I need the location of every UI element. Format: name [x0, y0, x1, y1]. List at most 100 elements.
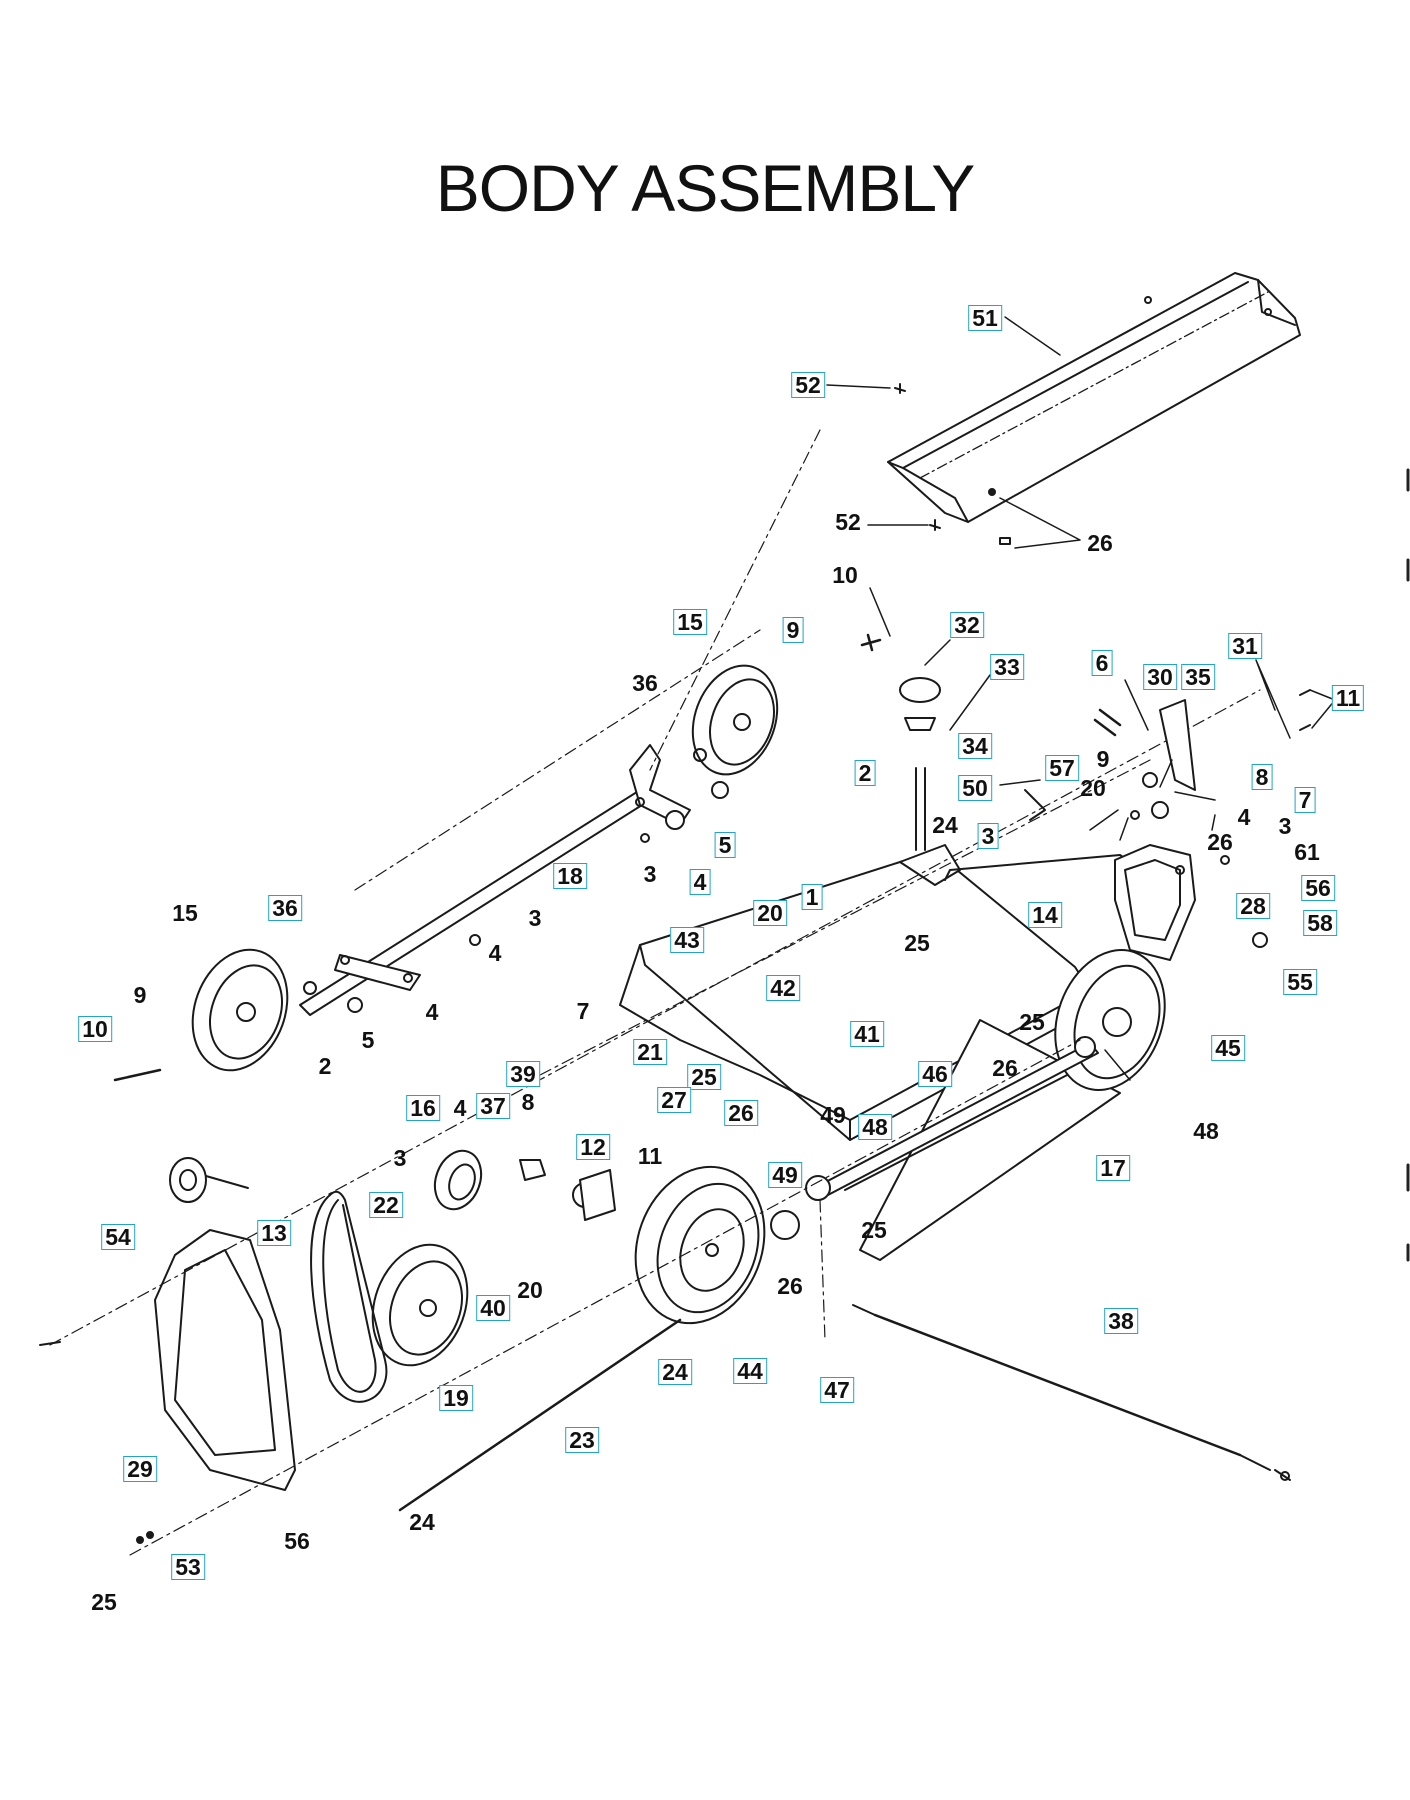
callout-48: 48 [1193, 1118, 1219, 1144]
callout-35: 35 [1181, 664, 1215, 690]
callout-10: 10 [832, 562, 858, 588]
callout-7: 7 [1294, 787, 1316, 813]
callout-15: 15 [172, 900, 198, 926]
callout-26: 26 [1207, 829, 1233, 855]
callout-50: 50 [958, 775, 992, 801]
callout-27: 27 [657, 1087, 691, 1113]
belt-guard-part [154, 1229, 296, 1491]
callout-9: 9 [1096, 746, 1110, 772]
callout-55: 55 [1283, 969, 1317, 995]
axle-rod-part [299, 744, 691, 1016]
callout-26: 26 [992, 1055, 1018, 1081]
callout-46: 46 [918, 1061, 952, 1087]
callout-25: 25 [861, 1217, 887, 1243]
top-shield-part [887, 272, 1301, 523]
callout-33: 33 [990, 654, 1024, 680]
callout-26: 26 [724, 1100, 758, 1126]
callout-52: 52 [791, 372, 825, 398]
callout-31: 31 [1228, 633, 1262, 659]
callout-17: 17 [1096, 1155, 1130, 1181]
callout-22: 22 [369, 1192, 403, 1218]
callout-9: 9 [782, 617, 804, 643]
callout-4: 4 [689, 869, 711, 895]
callout-5: 5 [714, 832, 736, 858]
callout-28: 28 [1236, 893, 1270, 919]
callout-14: 14 [1028, 902, 1062, 928]
callout-8: 8 [1251, 764, 1273, 790]
callout-25: 25 [1019, 1009, 1045, 1035]
callout-3: 3 [393, 1145, 407, 1171]
callout-42: 42 [766, 975, 800, 1001]
callout-58: 58 [1303, 910, 1337, 936]
callout-32: 32 [950, 612, 984, 638]
knob-part [899, 677, 941, 851]
callout-3: 3 [528, 905, 542, 931]
callout-10: 10 [78, 1016, 112, 1042]
callout-56: 56 [284, 1528, 310, 1554]
callout-26: 26 [1087, 530, 1113, 556]
roller-shaft-part [805, 1036, 1099, 1201]
callout-30: 30 [1143, 664, 1177, 690]
callout-38: 38 [1104, 1308, 1138, 1334]
belt-part [310, 1190, 388, 1403]
callout-36: 36 [268, 895, 302, 921]
callout-40: 40 [476, 1295, 510, 1321]
callout-4: 4 [425, 999, 439, 1025]
callout-4: 4 [1237, 804, 1251, 830]
callout-43: 43 [670, 927, 704, 953]
callout-8: 8 [521, 1089, 535, 1115]
callout-25: 25 [904, 930, 930, 956]
callout-4: 4 [453, 1095, 467, 1121]
wheel-44-part [634, 1165, 766, 1325]
callout-37: 37 [476, 1093, 510, 1119]
callout-34: 34 [958, 733, 992, 759]
drive-pulley-part [371, 1243, 469, 1367]
idler-pulley-part [433, 1149, 483, 1211]
callout-48: 48 [858, 1114, 892, 1140]
callout-57: 57 [1045, 755, 1079, 781]
callout-61: 61 [1294, 839, 1320, 865]
callout-3: 3 [643, 861, 657, 887]
gearbox-part [1114, 844, 1196, 961]
callout-36: 36 [632, 670, 658, 696]
wheel-upper-left-part [691, 664, 779, 776]
callout-23: 23 [565, 1427, 599, 1453]
callout-2: 2 [854, 760, 876, 786]
callout-39: 39 [506, 1061, 540, 1087]
callout-7: 7 [576, 998, 590, 1024]
callout-11: 11 [637, 1143, 663, 1169]
callout-3: 3 [1278, 813, 1292, 839]
callout-15: 15 [673, 609, 707, 635]
screw-52-part [894, 383, 1011, 545]
callout-52: 52 [835, 509, 861, 535]
control-cable-part [852, 1304, 1291, 1481]
leader-lines [826, 316, 1336, 841]
callout-20: 20 [517, 1277, 543, 1303]
callout-21: 21 [633, 1039, 667, 1065]
pulley-54-part [169, 1157, 249, 1203]
callout-29: 29 [123, 1456, 157, 1482]
callout-11: 11 [1331, 685, 1365, 711]
callout-25: 25 [91, 1589, 117, 1615]
callout-1: 1 [801, 884, 823, 910]
callout-45: 45 [1211, 1035, 1245, 1061]
callout-26: 26 [777, 1273, 803, 1299]
callout-54: 54 [101, 1224, 135, 1250]
callout-5: 5 [361, 1027, 375, 1053]
callout-3: 3 [977, 823, 999, 849]
rod-23-part [398, 1318, 682, 1512]
callout-12: 12 [576, 1134, 610, 1160]
lever-rod-part [944, 854, 1131, 881]
callout-25: 25 [687, 1064, 721, 1090]
callout-49: 49 [768, 1162, 802, 1188]
callout-16: 16 [406, 1095, 440, 1121]
callout-9: 9 [133, 982, 147, 1008]
callout-20: 20 [753, 900, 787, 926]
callout-53: 53 [171, 1554, 205, 1580]
callout-41: 41 [850, 1021, 884, 1047]
callout-51: 51 [968, 305, 1002, 331]
callout-4: 4 [488, 940, 502, 966]
callout-56: 56 [1301, 875, 1335, 901]
callout-24: 24 [932, 812, 958, 838]
